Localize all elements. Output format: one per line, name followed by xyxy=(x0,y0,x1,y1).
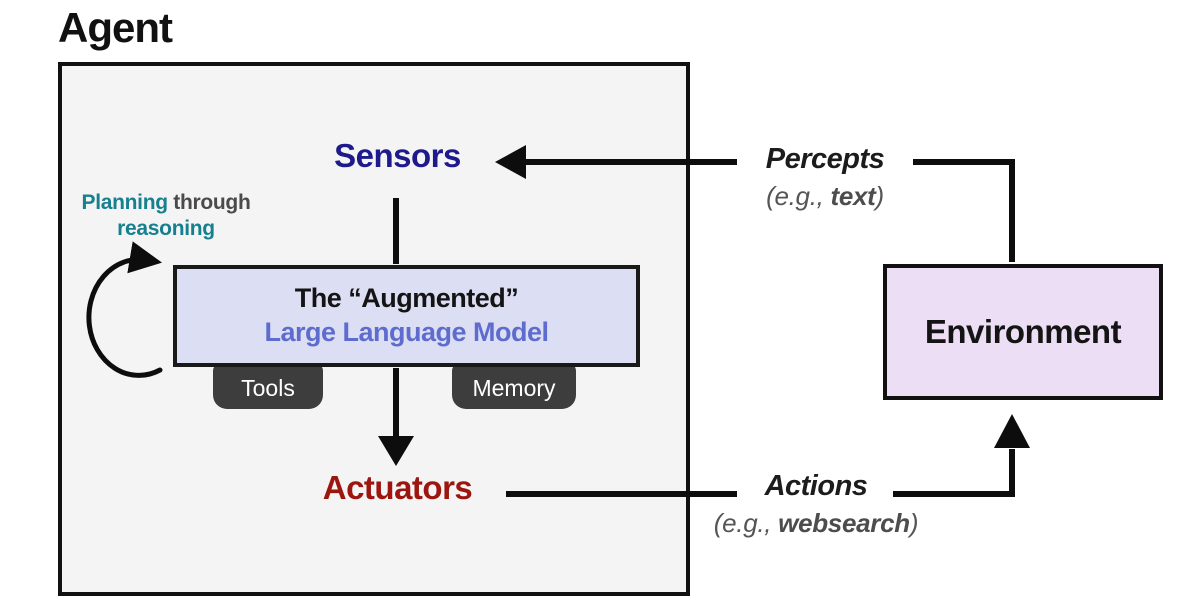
sensors-label: Sensors xyxy=(334,137,461,174)
tools-tab: Tools xyxy=(213,363,323,409)
actions-example-open: (e.g., xyxy=(713,508,779,538)
llm-box-title: The “Augmented” xyxy=(294,283,519,314)
environment-label: Environment xyxy=(924,313,1122,350)
percepts-example-close: ) xyxy=(875,181,885,211)
environment-to-percepts-line xyxy=(913,159,1015,262)
percepts-example-open: (e.g., xyxy=(766,181,831,211)
reasoning-word: reasoning xyxy=(117,217,215,241)
actuators-label: Actuators xyxy=(322,469,473,506)
actions-example: (e.g., websearch) xyxy=(666,508,966,539)
augmented-llm-box: The “Augmented” Large Language Model xyxy=(173,265,640,367)
percepts-example: (e.g., text) xyxy=(715,181,935,212)
actions-example-close: ) xyxy=(909,508,919,538)
actions-label: Actions xyxy=(764,470,868,502)
planning-word: Planning xyxy=(81,191,168,214)
planning-annotation: Planning through reasoning xyxy=(66,190,266,243)
actions-to-environment-arrowhead-icon xyxy=(994,414,1030,448)
environment-box: Environment xyxy=(883,264,1163,400)
actions-example-term: websearch xyxy=(778,508,910,538)
agent-title: Agent xyxy=(58,4,173,51)
tools-tab-label: Tools xyxy=(241,375,295,401)
llm-box-subtitle: Large Language Model xyxy=(264,317,549,347)
percepts-label: Percepts xyxy=(765,143,885,175)
through-word: through xyxy=(167,191,251,214)
memory-tab: Memory xyxy=(452,363,576,409)
percepts-example-term: text xyxy=(830,181,876,211)
memory-tab-label: Memory xyxy=(472,375,556,401)
